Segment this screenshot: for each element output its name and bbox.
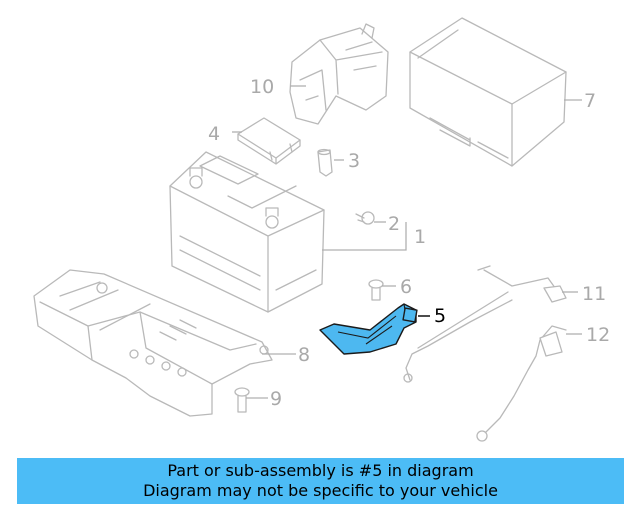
banner-line-2: Diagram may not be specific to your vehi… [143, 481, 498, 500]
callout-11: 11 [582, 283, 606, 305]
callout-2: 2 [388, 213, 400, 235]
callout-1: 1 [414, 226, 426, 248]
info-banner: Part or sub-assembly is #5 in diagram Di… [17, 458, 624, 504]
part-4-module [237, 117, 301, 165]
callout-6: 6 [400, 276, 412, 298]
callout-5: 5 [434, 305, 446, 327]
part-5-highlighted [319, 303, 418, 355]
part-3-cap [317, 148, 333, 177]
callout-3: 3 [348, 150, 360, 172]
part-7-battery-cover [409, 17, 567, 167]
callout-9: 9 [270, 388, 282, 410]
leader-lines [232, 85, 582, 399]
part-9-bolt [234, 387, 250, 413]
part-10-bracket [289, 23, 389, 125]
part-11-cable [403, 265, 567, 383]
callout-7: 7 [584, 90, 596, 112]
part-2-screw [355, 211, 375, 225]
callout-12: 12 [586, 324, 610, 346]
parts-diagram: 1 2 3 4 5 6 7 8 9 10 11 12 [33, 17, 610, 442]
callout-10: 10 [250, 76, 274, 98]
banner-line-1: Part or sub-assembly is #5 in diagram [167, 461, 474, 480]
part-6-bolt [368, 279, 384, 301]
part-12-cable [476, 325, 567, 442]
callout-8: 8 [298, 344, 310, 366]
part-1-battery [169, 151, 325, 313]
callout-4: 4 [208, 123, 220, 145]
